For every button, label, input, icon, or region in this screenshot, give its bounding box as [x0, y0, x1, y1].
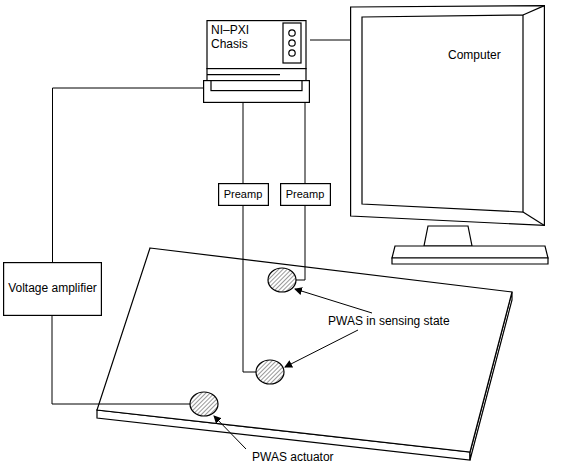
leader-line — [214, 289, 372, 449]
node-label: NI–PXI Chasis — [211, 24, 273, 52]
device-box: Preamp — [280, 183, 331, 206]
callout-label: PWAS actuator — [250, 450, 336, 464]
chassis-box: NI–PXI Chasis — [203, 20, 310, 103]
node-label: Preamp — [224, 188, 263, 201]
node-label: Preamp — [286, 188, 325, 201]
cable — [243, 103, 244, 183]
node-label: Voltage amplifier — [8, 282, 97, 296]
cable — [305, 103, 306, 183]
node-label: Computer — [448, 49, 538, 63]
monitor-box: Computer — [350, 5, 545, 226]
device-box: Voltage amplifier — [3, 262, 102, 316]
device-box: Preamp — [218, 183, 269, 206]
callout-label: PWAS in sensing state — [326, 314, 452, 328]
cable — [53, 88, 204, 262]
monitor-outline — [350, 5, 545, 226]
monitor-stand — [392, 226, 548, 264]
cable — [310, 40, 350, 41]
